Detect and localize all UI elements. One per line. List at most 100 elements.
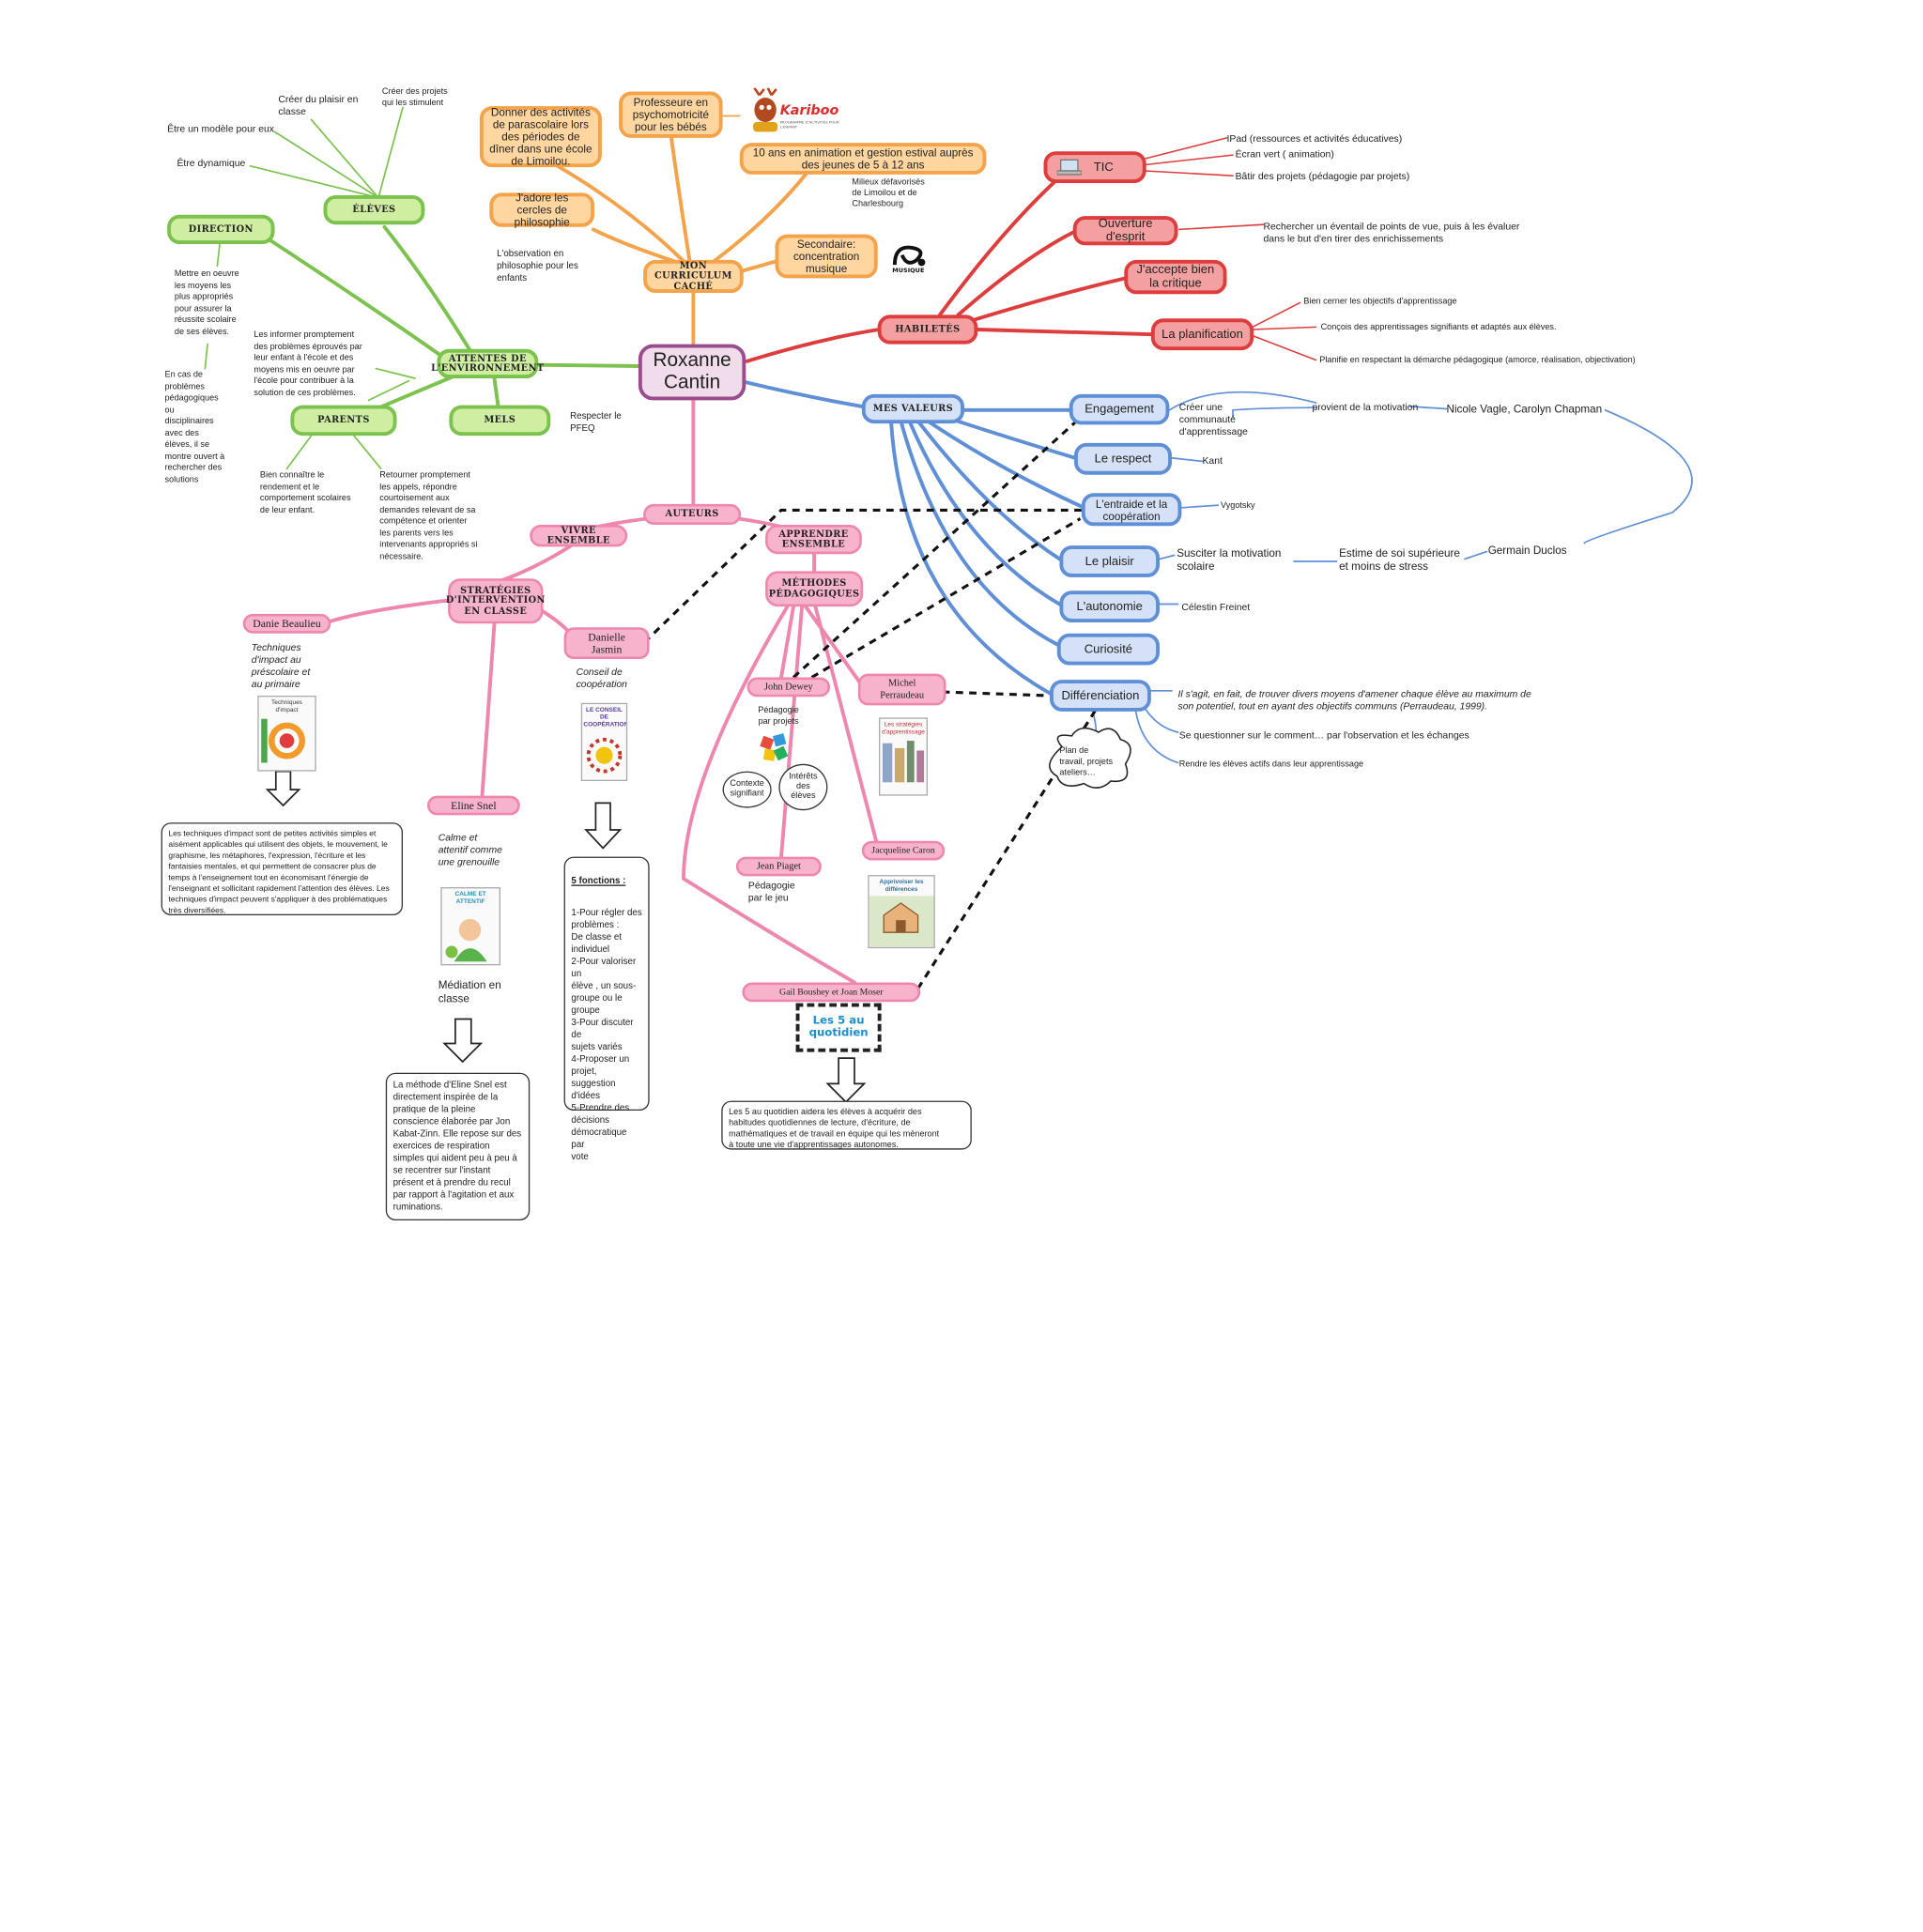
mels-note: Respecter le PFEQ [570, 409, 622, 434]
respect-note: Kant [1202, 454, 1223, 467]
cinq-au-quotidien-wordmark: Les 5 au quotidien [808, 1015, 869, 1040]
musique-logo: MUSIQUE [890, 240, 931, 277]
kariboo-logo: Kariboo PROGRAMME D'ACTIVITÉS POUR L'ENF… [747, 86, 845, 137]
plaisir-note: Susciter la motivation scolaire [1177, 546, 1282, 573]
puzzle-icon [760, 732, 789, 764]
eleves-note-projets: Créer des projets qui les stimulent [381, 87, 448, 108]
author-john-dewey[interactable]: John Dewey [746, 677, 830, 698]
danie-book-title: Techniques d'impact [271, 698, 302, 714]
eleves-note-dynamique: Être dynamique [177, 157, 246, 169]
differenciation-note-definition: Il s'agit, en fait, de trouver divers mo… [1177, 688, 1531, 712]
valeur-plaisir[interactable]: Le plaisir [1059, 545, 1160, 577]
valeur-respect[interactable]: Le respect [1074, 442, 1172, 475]
danielle-fonctions-title: 5 fonctions : [571, 875, 626, 886]
plaisir-note-duclos: Germain Duclos [1487, 544, 1567, 557]
valeurs-node[interactable]: MES VALEURS [861, 393, 964, 424]
danie-description: Les techniques d'impact sont de petites … [161, 822, 403, 915]
author-jacqueline-caron[interactable]: Jacqueline Caron [861, 840, 946, 861]
valeur-engagement[interactable]: Engagement [1069, 393, 1170, 425]
eline-description: La méthode d'Eline Snel est directement … [385, 1072, 531, 1220]
dewey-note: Pédagogie par projets [758, 706, 799, 727]
danie-book-caption: Techniques d'impact au préscolaire et au… [251, 641, 311, 690]
connector-lines [204, 106, 1693, 1104]
differenciation-note-questionner: Se questionner sur le comment… par l'obs… [1178, 729, 1469, 742]
engagement-note-auteurs: Nicole Vagle, Carolyn Chapman [1446, 402, 1603, 415]
mels-node[interactable]: MELS [449, 405, 551, 437]
direction-node[interactable]: DIRECTION [167, 214, 275, 244]
curriculum-item-musique[interactable]: Secondaire: concentration musique [775, 234, 878, 279]
author-michel-perraudeau[interactable]: Michel Perraudeau [857, 673, 946, 706]
musique-wordmark: MUSIQUE [892, 267, 925, 275]
strategies-node[interactable]: STRATÉGIES D'INTERVENTION EN CLASSE [446, 578, 545, 624]
author-danie-beaulieu[interactable]: Danie Beaulieu [242, 613, 331, 634]
eline-book-cover: CALME ET ATTENTIF [440, 887, 500, 966]
eleves-node[interactable]: ÉLÈVES [323, 195, 425, 225]
methodes-node[interactable]: MÉTHODES PÉDAGOGIQUES [765, 571, 864, 607]
curriculum-item-parascolaire[interactable]: Donner des activités de parascolaire lor… [479, 106, 602, 168]
perraudeau-book-cover: Les stratégies d'apprentissage [878, 717, 928, 796]
planification-note-apprentissages: Conçois des apprentissages signifiants e… [1320, 323, 1557, 332]
tic-label: TIC [1093, 160, 1114, 175]
parents-node[interactable]: PARENTS [290, 405, 397, 437]
planification-note-objectifs: Bien cerner les objectifs d'apprentissag… [1303, 298, 1457, 307]
danielle-book-title: LE CONSEIL DE COOPÉRATION [583, 706, 628, 729]
tic-note-ecran: Écran vert ( animation) [1235, 148, 1334, 161]
parents-note-rendement: Bien connaître le rendement et le compor… [259, 470, 351, 514]
valeur-entraide[interactable]: L'entraide et la coopération [1081, 493, 1182, 527]
direction-note-problemes: En cas de problèmes pédagogiques ou disc… [164, 371, 225, 484]
planification-node[interactable]: La planification [1150, 318, 1254, 351]
curriculum-node[interactable]: MON CURRICULUM CACHÉ [643, 260, 744, 293]
danielle-fonctions-box: 5 fonctions : 1-Pour régler des problème… [563, 856, 650, 1162]
tic-node[interactable]: TIC [1043, 151, 1146, 183]
critique-node[interactable]: J'accepte bien la critique [1124, 259, 1227, 295]
eleves-note-modele: Être un modèle pour eux [167, 123, 274, 134]
dewey-circle-interets: Intérêts des élèves [778, 763, 828, 811]
center-node[interactable]: Roxanne Cantin [638, 344, 746, 401]
boushey-description: Les 5 au quotidien aidera les élèves à a… [721, 1100, 972, 1150]
perraudeau-book-title: Les stratégies d'apprentissage [882, 721, 925, 736]
parents-note-appels: Retourner promptement les appels, répond… [379, 470, 478, 561]
apprendre-ensemble-node[interactable]: APPRENDRE ENSEMBLE [765, 525, 862, 555]
vivre-ensemble-node[interactable]: VIVRE ENSEMBLE [530, 525, 628, 547]
author-danielle-jasmin[interactable]: Danielle Jasmin [563, 627, 650, 659]
philo-note: L'observation en philosophie pour les en… [497, 247, 578, 284]
habiletes-node[interactable]: HABILETÉS [877, 314, 978, 345]
piaget-note: Pédagogie par le jeu [747, 880, 795, 903]
eline-book-caption: Calme et attentif comme une grenouille [438, 832, 502, 868]
valeur-autonomie[interactable]: L'autonomie [1059, 590, 1160, 622]
eleves-note-plaisir: Créer du plaisir en classe [278, 94, 359, 117]
danielle-fonctions-list: 1-Pour régler des problèmes : De classe … [571, 906, 642, 1162]
plaisir-note-estime: Estime de soi supérieure et moins de str… [1339, 546, 1460, 573]
milieux-note: Milieux défavorisés de Limoilou et de Ch… [852, 177, 925, 209]
attentes-node[interactable]: ATTENTES DE L'ENVIRONNEMENT [431, 348, 544, 378]
eline-book-title: CALME ET ATTENTIF [454, 890, 486, 906]
danie-book-cover: Techniques d'impact [257, 696, 316, 772]
laptop-icon [1056, 159, 1083, 176]
curriculum-item-philosophie[interactable]: J'adore les cercles de philosophie [489, 192, 595, 228]
author-jean-piaget[interactable]: Jean Piaget [735, 856, 822, 877]
cloud-shape [1049, 727, 1131, 789]
engagement-note-motivation: provient de la motivation [1312, 401, 1419, 413]
planification-note-demarche: Planifie en respectant la démarche pédag… [1319, 356, 1636, 365]
ouverture-note: Rechercher un éventail de points de vue,… [1263, 221, 1520, 244]
dewey-circle-contexte: Contexte signifiant [722, 771, 772, 808]
danielle-book-cover: LE CONSEIL DE COOPÉRATION [580, 702, 628, 781]
auteurs-node[interactable]: AUTEURS [643, 503, 742, 525]
valeur-differenciation[interactable]: Différenciation [1050, 680, 1151, 712]
kariboo-wordmark: Kariboo [779, 102, 839, 119]
direction-note-moyens: Mettre en oeuvre les moyens les plus app… [174, 269, 239, 337]
author-eline-snel[interactable]: Eline Snel [426, 795, 520, 816]
danielle-book-caption: Conseil de coopération [576, 666, 627, 690]
differenciation-note-actifs: Rendre les élèves actifs dans leur appre… [1178, 759, 1364, 769]
author-boushey-moser[interactable]: Gail Boushey et Joan Moser [742, 982, 921, 1003]
valeur-curiosite[interactable]: Curiosité [1056, 633, 1160, 666]
caron-book-title: Apprivoiser les différences [879, 878, 924, 894]
caron-book-cover: Apprivoiser les différences [868, 875, 935, 949]
cloud-note: Plan de travail, projets ateliers… [1059, 746, 1114, 778]
curriculum-item-animation[interactable]: 10 ans en animation et gestion estival a… [739, 143, 987, 175]
ouverture-node[interactable]: Ouverture d'esprit [1072, 216, 1178, 246]
engagement-note: Créer une communauté d'apprentissage [1178, 401, 1248, 437]
curriculum-item-psychomotricite[interactable]: Professeure en psychomotricité pour les … [619, 91, 723, 138]
tic-note-ipad: IPad (ressources et activités éducatives… [1226, 132, 1403, 145]
